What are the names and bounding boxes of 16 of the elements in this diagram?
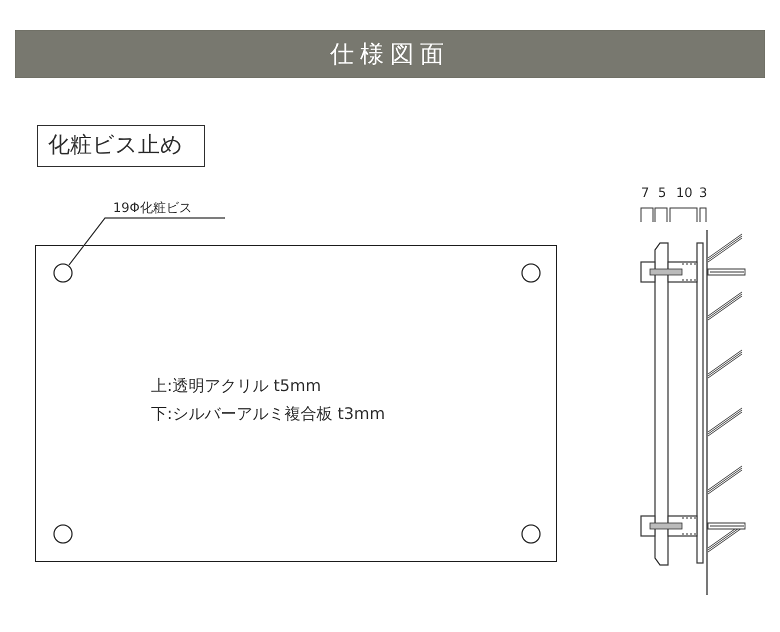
heading-text: 化粧ビス止め xyxy=(48,133,183,159)
dimension-value: 10 xyxy=(676,186,693,202)
dimension-value: 7 xyxy=(641,186,650,202)
dimension-value: 5 xyxy=(658,186,666,202)
heading-box xyxy=(37,125,205,167)
material-text: 下:シルバーアルミ複合板 t3mm xyxy=(151,404,386,424)
material-text: 上:透明アクリル t5mm xyxy=(151,376,322,396)
screw-hole xyxy=(521,524,541,544)
title: 仕様図面 xyxy=(329,39,451,70)
screw-hole xyxy=(53,263,73,283)
screw-hole xyxy=(521,263,541,283)
sign-plate xyxy=(35,245,557,562)
leader-line xyxy=(68,217,225,266)
screw-hole xyxy=(53,524,73,544)
dimension-value: 3 xyxy=(699,186,708,202)
callout-text: 19Φ化粧ビス xyxy=(113,200,225,218)
